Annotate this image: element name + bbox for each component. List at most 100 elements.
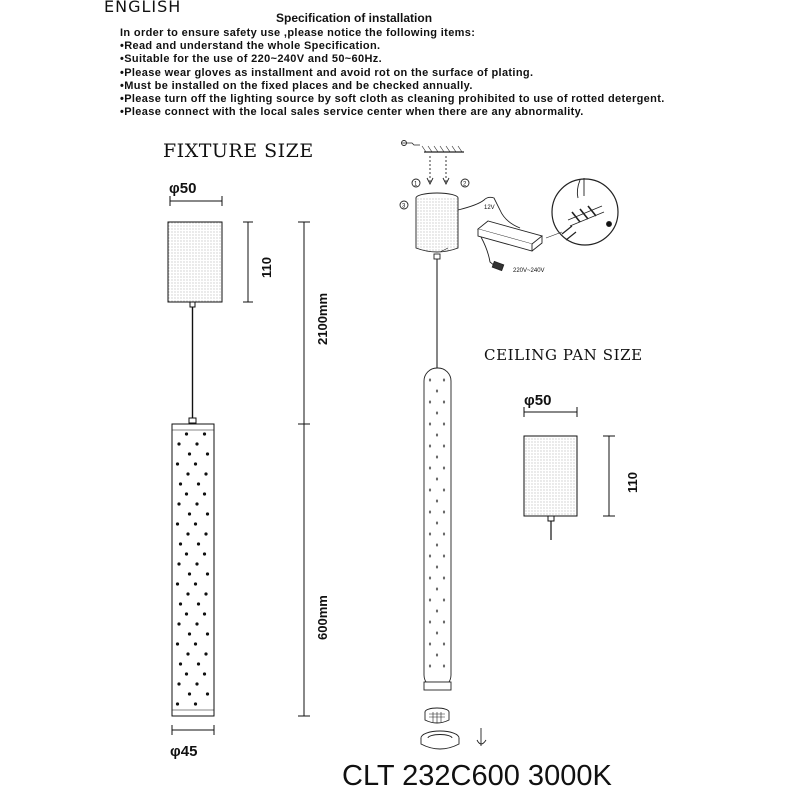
perforation-star [435,455,439,459]
perforation-star [428,510,432,514]
perforation-dot [178,542,183,546]
screwdriver-handle [401,140,407,146]
perforation-star [435,477,439,481]
perforation-star [442,664,446,668]
perforation-dot [178,662,183,666]
perforation-star [428,598,432,602]
perforation-dot [175,522,180,526]
perforation-star [428,400,432,404]
wire-exit [439,247,449,253]
perforation-star [435,499,439,503]
perforation-star [428,532,432,536]
pan-diameter-label: φ50 [524,392,551,409]
perforation-dot [177,622,181,626]
driver-input-label: 220V~240V [513,268,545,274]
arrow-down-left [426,177,434,186]
perforation-dot [178,482,183,486]
tube-bottom-ring [423,681,452,691]
perforation-dot [184,432,189,436]
perforation-dot [187,512,192,516]
perforation-dot [186,472,190,476]
body-diameter-label: φ45 [170,743,197,760]
fixture-drawing: φ50 110 2100mm 600mm [167,180,330,760]
perforation-star [442,642,446,646]
perforation-star [435,565,439,569]
perforation-dot [204,592,208,596]
perforation-dot [193,582,198,586]
total-length-label: 2100mm [315,293,330,345]
mains-connector [491,260,505,272]
perforation-dot [187,572,192,576]
perforation-dot [187,692,192,696]
installed-cable-grip [433,253,441,260]
perforation-star [442,510,446,514]
installation-drawing: 1 2 3 12V 220V~240V [399,140,619,750]
perforation-dot [193,642,198,646]
body-length-label: 600mm [315,595,330,640]
perforation-dot [193,702,198,706]
perforation-dot [177,442,181,446]
driver-box-end [531,236,543,252]
perforation-star [435,653,439,657]
trim-ring [420,738,460,750]
perforation-dot [177,502,181,506]
wiring-detail-circle [551,178,619,246]
perforation-star [442,554,446,558]
detail-wires [561,225,577,241]
svg-text:3: 3 [402,204,406,210]
arrow-down-right [442,177,450,186]
step-marker-2 [460,178,470,188]
perforation-dot [193,462,198,466]
detail-screwdriver [576,178,585,199]
installed-tube-perforations [428,378,446,668]
perforation-dot [175,582,180,586]
perforation-star [442,532,446,536]
perforation-dot [175,462,180,466]
perforation-dot [196,482,201,486]
perforation-dot [178,602,183,606]
spec-line: •Must be installed on the fixed places a… [120,79,473,92]
perforation-dot [175,702,180,706]
fixture-tube-body [171,423,215,717]
svg-text:2: 2 [463,182,467,188]
perforation-dot [184,672,189,676]
spec-title: Specification of installation [276,11,433,25]
perforation-star [428,422,432,426]
perforation-dot [186,592,190,596]
ceiling-pan [523,435,578,517]
perforation-dot [202,612,207,616]
spec-line: •Please turn off the lighting source by … [120,93,665,106]
perforation-dot [195,622,199,626]
model-number: CLT 232C600 3000K [342,760,612,792]
perforation-star [442,488,446,492]
perforation-dot [186,652,190,656]
perforation-dot [205,692,210,696]
tube-perforation-pattern [175,432,210,706]
perforation-dot [193,522,198,526]
spec-line: •Suitable for the use of 220~240V and 50… [120,53,383,66]
language-label: ENGLISH [104,0,182,16]
body-cable-grip [188,417,197,424]
spec-line: •Please wear gloves as installment and a… [120,66,534,79]
perforation-star [435,521,439,525]
perforation-dot [196,542,201,546]
spec-instructions: In order to ensure safety use ,please no… [120,27,665,119]
perforation-star [435,609,439,613]
perforation-dot [195,682,199,686]
screwdriver-icon [402,142,420,146]
perforation-dot [184,552,189,556]
perforation-dot [186,532,190,536]
lens-honeycomb [429,712,445,723]
twist-arrow-icon [476,728,487,746]
perforation-dot [205,452,210,456]
perforation-star [428,642,432,646]
canopy-diameter-label: φ50 [169,180,196,197]
perforation-dot [195,442,199,446]
perforation-dot [184,492,189,496]
perforation-dot [205,512,210,516]
perforation-star [435,433,439,437]
perforation-dot [196,602,201,606]
terminal-screws [571,205,597,223]
